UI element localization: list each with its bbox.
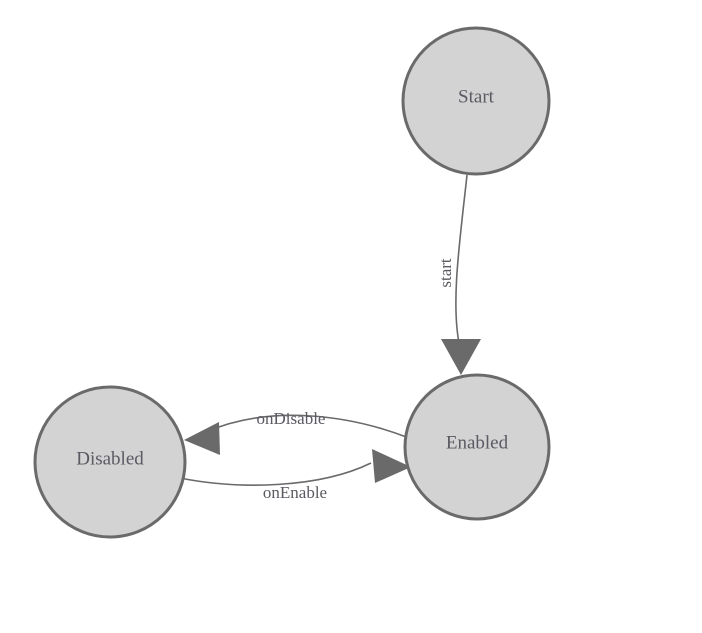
edge-enabled-to-disabled-path xyxy=(205,414,410,439)
node-enabled[interactable]: Enabled xyxy=(403,373,551,521)
node-enabled-circle xyxy=(403,373,551,521)
edge-disabled-to-enabled-path xyxy=(179,462,372,486)
edge-label-start: start xyxy=(436,258,455,288)
edge-disabled-to-enabled[interactable]: onEnable xyxy=(179,449,411,502)
edge-label-ondisable: onDisable xyxy=(257,409,326,428)
edge-enabled-to-disabled[interactable]: onDisable xyxy=(184,409,410,455)
edge-enabled-to-disabled-arrowhead xyxy=(184,422,220,455)
edge-start-to-enabled-arrowhead xyxy=(441,339,481,375)
node-start-label: Start xyxy=(458,86,495,107)
edge-start-to-enabled[interactable]: start xyxy=(436,174,481,375)
edge-label-onenable: onEnable xyxy=(263,483,327,502)
node-start-circle xyxy=(401,26,551,176)
edge-disabled-to-enabled-arrowhead xyxy=(372,449,411,483)
node-disabled-circle xyxy=(33,385,187,539)
node-enabled-label: Enabled xyxy=(446,432,509,453)
node-disabled[interactable]: Disabled xyxy=(33,385,187,539)
node-start[interactable]: Start xyxy=(401,26,551,176)
node-disabled-label: Disabled xyxy=(76,448,144,469)
edge-start-to-enabled-path xyxy=(455,174,468,344)
